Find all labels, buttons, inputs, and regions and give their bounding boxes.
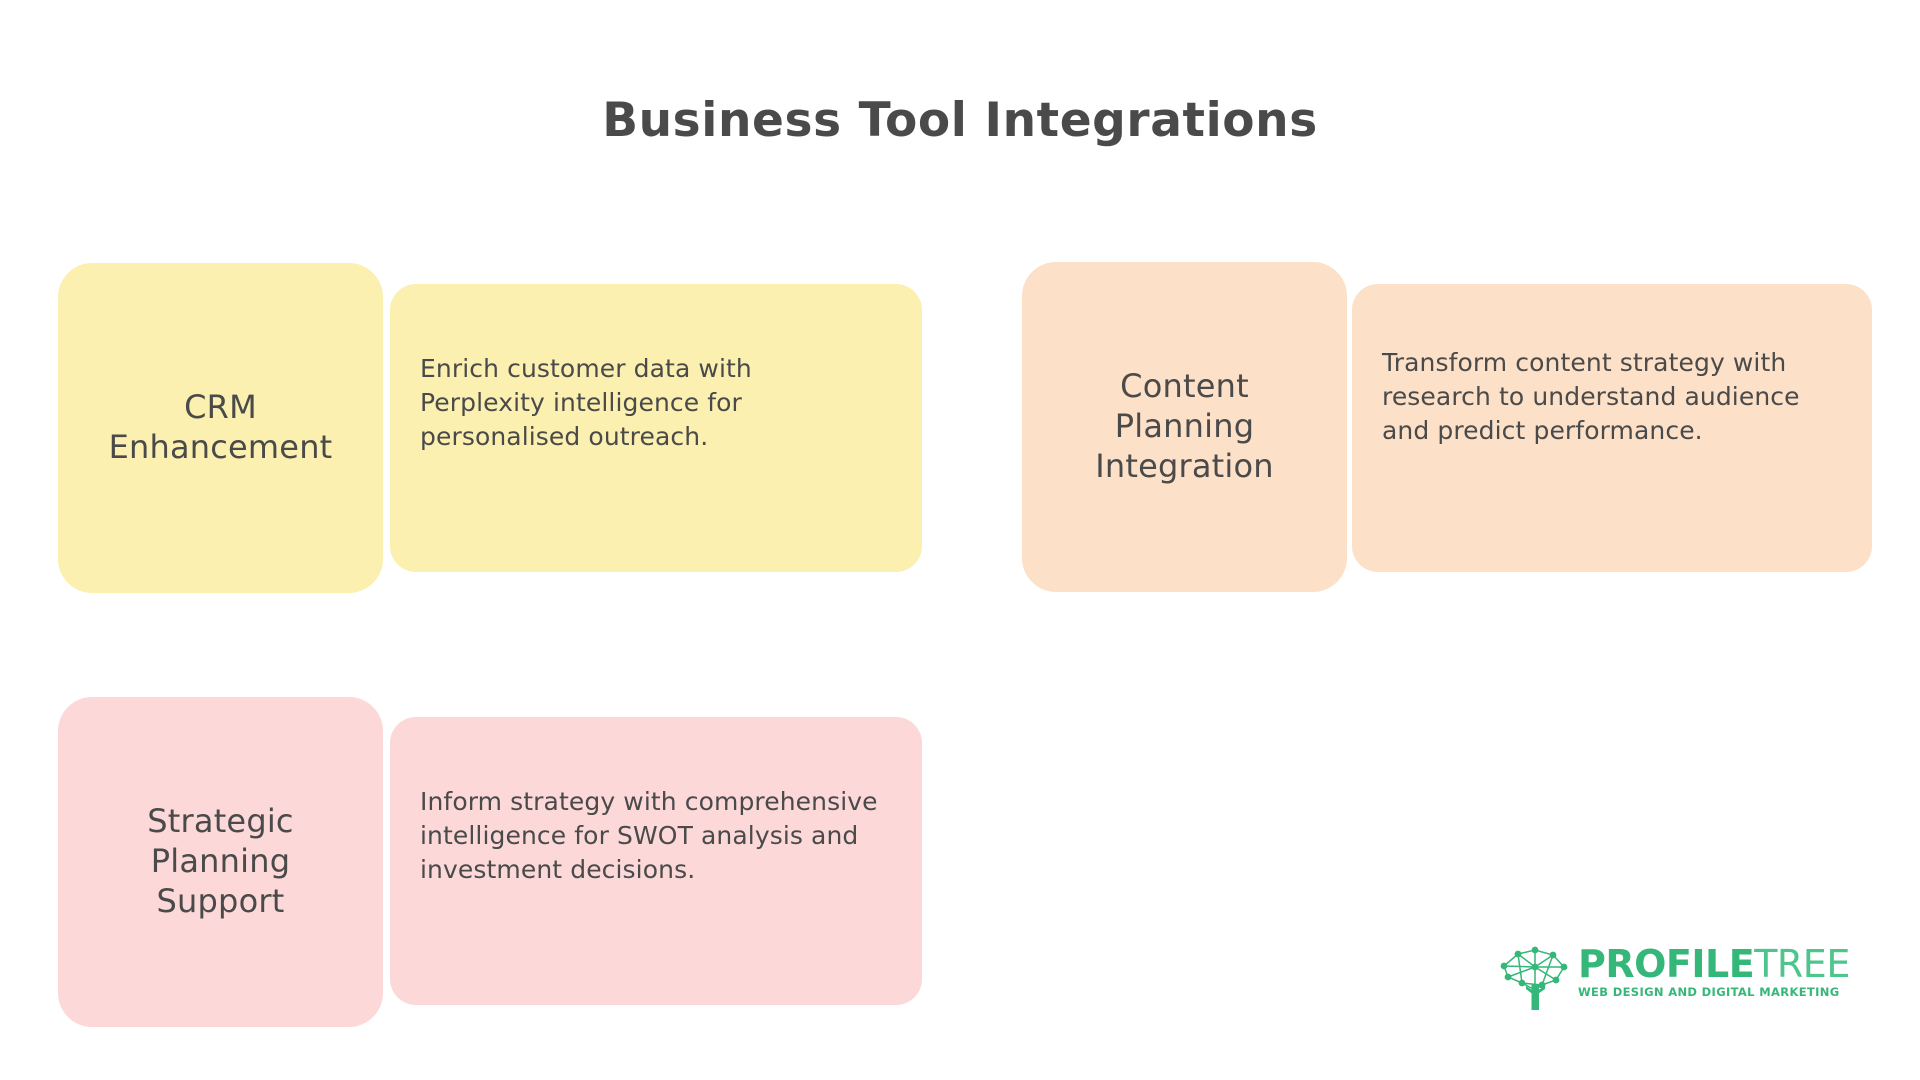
card-body-panel-content: Transform content strategy with research… [1352,284,1872,572]
logo-word-profile: PROFILE [1578,942,1755,986]
card-label-panel-content: Content Planning Integration [1022,262,1347,592]
logo-wordmark: PROFILETREE [1578,944,1850,984]
card-label-text-strategic: Strategic Planning Support [147,802,294,920]
card-body-panel-crm: Enrich customer data with Perplexity int… [390,284,922,572]
card-label-text-content: Content Planning Integration [1095,367,1274,485]
card-body-panel-strategic: Inform strategy with comprehensive intel… [390,717,922,1005]
card-label-panel-crm: CRM Enhancement [58,263,383,593]
profiletree-logo: PROFILETREE WEB DESIGN AND DIGITAL MARKE… [1498,944,1850,1022]
network-tree-icon [1498,946,1572,1012]
card-label-panel-strategic: Strategic Planning Support [58,697,383,1027]
card-body-text-crm: Enrich customer data with Perplexity int… [420,354,752,451]
card-body-text-content: Transform content strategy with research… [1382,348,1800,445]
card-label-text-crm: CRM Enhancement [108,388,333,466]
logo-text-block: PROFILETREE WEB DESIGN AND DIGITAL MARKE… [1578,944,1850,999]
logo-tagline: WEB DESIGN AND DIGITAL MARKETING [1578,985,1840,999]
logo-word-tree: TREE [1754,942,1850,986]
page-title: Business Tool Integrations [602,93,1318,149]
card-body-text-strategic: Inform strategy with comprehensive intel… [420,787,878,884]
